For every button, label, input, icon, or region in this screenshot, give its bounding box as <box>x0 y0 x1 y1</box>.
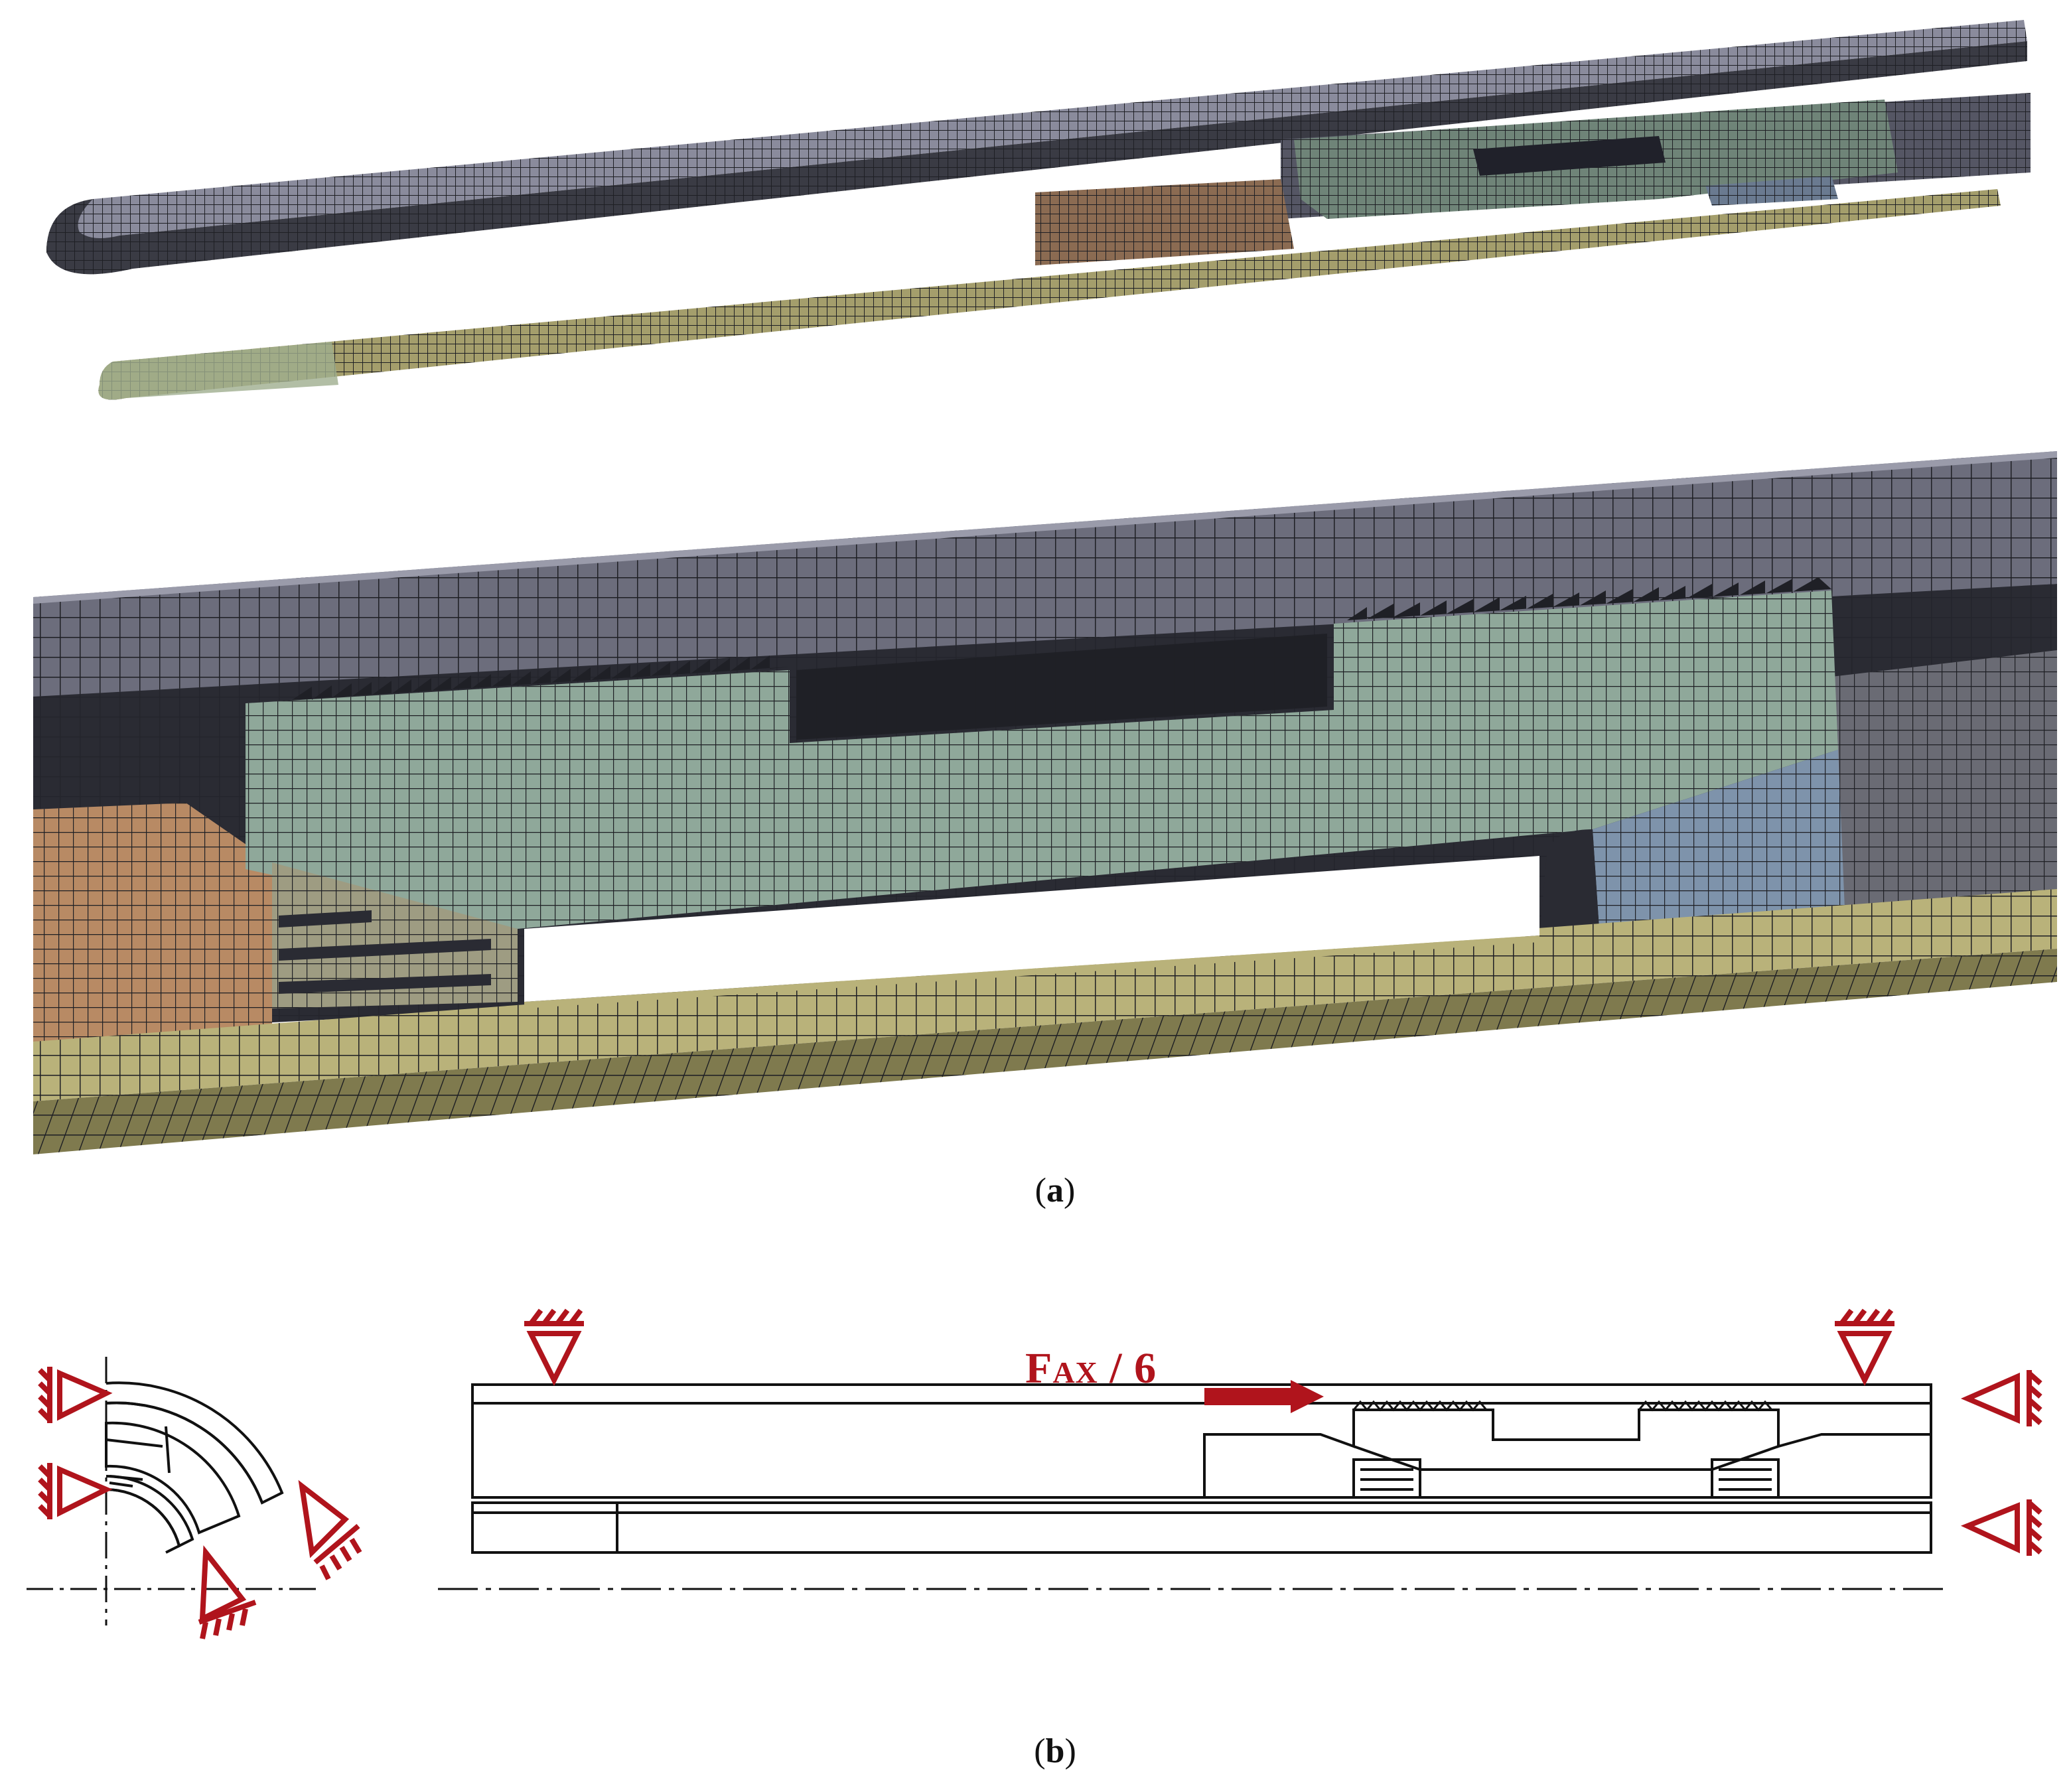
support-top-right <box>1835 1308 1894 1386</box>
caption-a-label: a <box>1046 1172 1064 1209</box>
support-left-top <box>38 1367 113 1423</box>
force-arrow <box>1204 1380 1324 1413</box>
inner-rod-closeup <box>33 889 2057 1154</box>
caption-b-label: b <box>1045 1732 1065 1770</box>
panel-a-overview <box>46 20 2031 400</box>
outer-shell-closeup <box>33 451 2057 697</box>
force-symbol: F <box>1025 1344 1053 1393</box>
connector-gap <box>524 856 1539 1002</box>
right-end-block <box>1831 650 2057 916</box>
left-block <box>33 803 272 1042</box>
caption-a: (a) <box>1035 1172 1076 1209</box>
support-end-upper <box>1960 1370 2042 1426</box>
inner-rod-overview <box>98 189 2001 400</box>
panel-b-longitudinal <box>438 1383 1951 1590</box>
caption-b: (b) <box>1034 1732 1076 1770</box>
right-wedge-block <box>1539 750 1845 935</box>
left-wedge-block <box>272 862 518 1008</box>
force-subscript: AX <box>1052 1355 1098 1389</box>
force-label: FAX / 6 <box>1025 1344 1157 1394</box>
support-left-bottom <box>38 1463 113 1519</box>
force-divisor: / 6 <box>1109 1344 1157 1393</box>
support-arc-bottom <box>198 1545 257 1639</box>
support-top-left <box>524 1308 584 1386</box>
panel-b-cross-section <box>27 1357 319 1625</box>
support-end-lower <box>1960 1499 2042 1556</box>
connector-closeup <box>246 577 1838 929</box>
panel-a-closeup <box>33 451 2057 1154</box>
connector-overview <box>1035 100 1898 265</box>
support-arc-right <box>298 1480 362 1580</box>
